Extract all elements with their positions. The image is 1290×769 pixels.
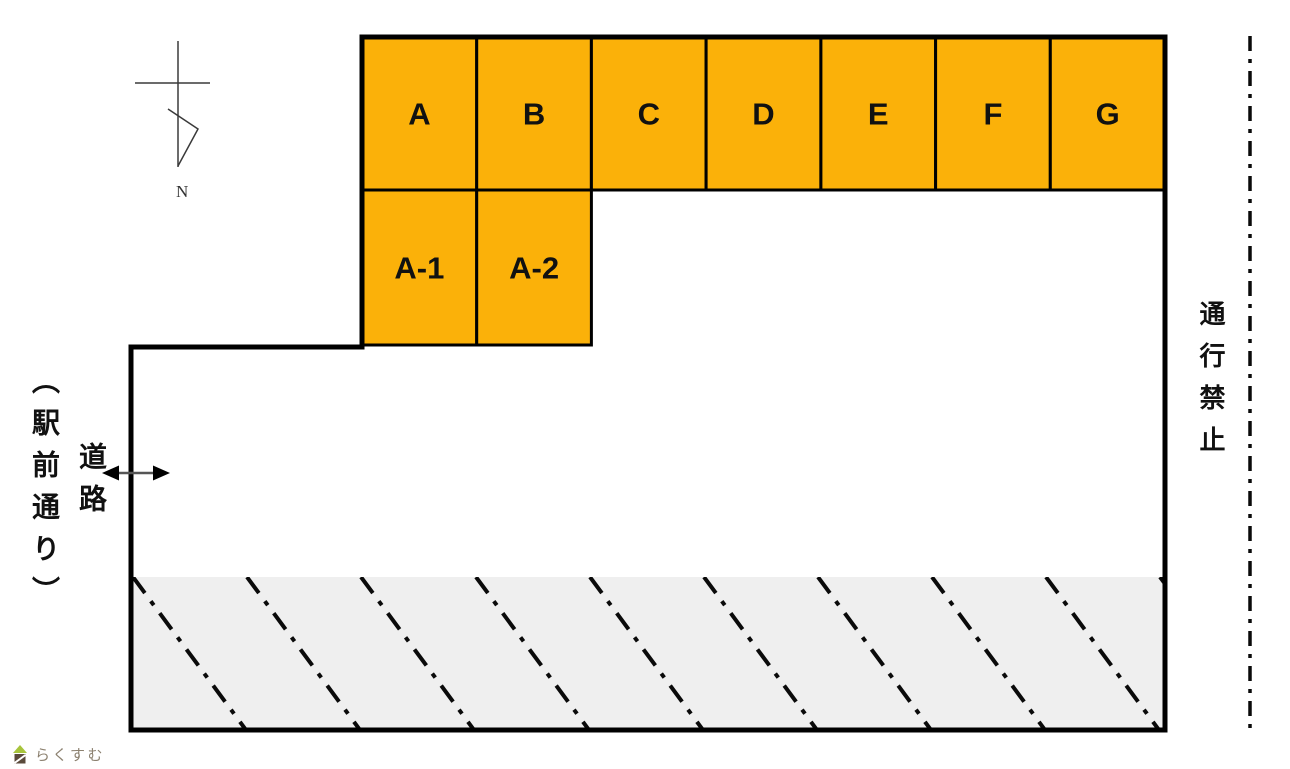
spot-label-g: G (1096, 97, 1120, 132)
hatch-line (474, 577, 590, 728)
house-roof (13, 745, 27, 753)
spot-label-e: E (868, 97, 889, 132)
parking-spot-e (819, 35, 938, 192)
hatch-line (930, 577, 1046, 728)
hatch-line (359, 577, 475, 728)
spot-label-a2: A-2 (509, 251, 559, 286)
hatch-line (588, 577, 704, 728)
parking-spot-a2 (475, 188, 593, 347)
spot-label-a1: A-1 (394, 251, 444, 286)
arrow-head-right (153, 465, 170, 481)
lot-boundary-outline (128, 34, 1168, 733)
spot-label-d: D (752, 97, 774, 132)
no-passage-label: 通行禁止 (1196, 300, 1226, 468)
north-label: N (176, 182, 188, 201)
hatch-line (1158, 577, 1163, 584)
brand-logo: らくすむ (12, 744, 105, 765)
parking-spots-row2 (360, 188, 593, 347)
compass-north-icon (135, 41, 210, 167)
spot-label-a: A (408, 97, 430, 132)
parking-spot-d (704, 35, 823, 192)
hatch-line (133, 577, 247, 728)
restricted-area-hatch (133, 577, 1163, 728)
parking-spots-row1 (360, 35, 1167, 192)
spot-label-c: C (638, 97, 660, 132)
arrow-head-left (102, 465, 119, 481)
parking-spot-a (360, 35, 479, 192)
house-slash (13, 754, 27, 764)
brand-logo-text: らくすむ (35, 747, 106, 764)
spot-label-f: F (984, 97, 1003, 132)
road-label: 道路 (76, 442, 107, 526)
spot-label-b: B (523, 97, 545, 132)
street-name-label: （駅前通り） (29, 366, 60, 618)
parking-spot-b (475, 35, 593, 192)
hatch-line (816, 577, 932, 728)
house-icon (13, 745, 27, 764)
spot-labels: A B C D E F G A-1 A-2 (394, 97, 1119, 286)
compass-arrow-flag (167, 108, 199, 167)
road-width-arrow-icon (102, 465, 170, 481)
hatch-line (245, 577, 361, 728)
hatch-line (702, 577, 818, 728)
hatch-line (1044, 577, 1160, 728)
